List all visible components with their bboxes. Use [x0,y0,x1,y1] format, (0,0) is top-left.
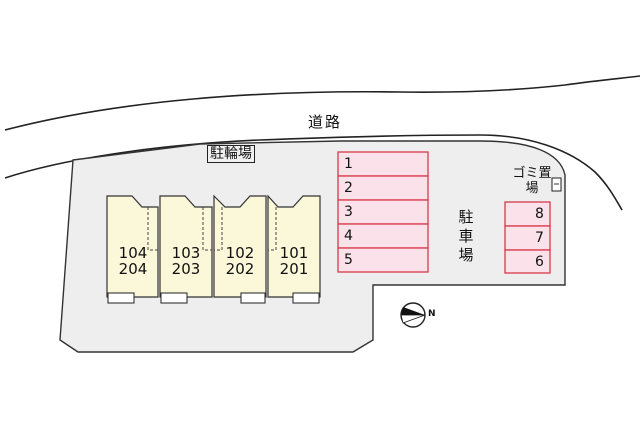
garbage-bin-icon [551,177,562,192]
unit-ground-number: 104 [118,244,148,262]
unit-upper-number: 201 [279,260,309,278]
unit-upper-number: 204 [118,260,148,278]
parking-space-number: 5 [344,252,353,268]
unit-ground-number: 101 [279,244,309,262]
parking-spaces-right [504,201,551,274]
unit-ground-number: 102 [225,244,255,262]
parking-space-number: 4 [344,228,353,244]
building-unit-103 [159,195,213,298]
parking-space-number: 6 [535,254,544,270]
building-unit-104 [106,195,159,298]
road-edge-upper [4,75,640,131]
unit-upper-number: 202 [225,260,255,278]
unit-ground-number: 103 [171,244,201,262]
parking-space-number: 2 [344,180,353,196]
unit-label: 104 204 [107,245,159,277]
unit-label: 102 202 [214,245,266,277]
parking-space-number: 8 [535,206,544,222]
unit-upper-number: 203 [171,260,201,278]
road-edge-lower [4,134,623,211]
garbage-area-label: ゴミ置場 [512,166,552,196]
parking-space-number: 3 [344,204,353,220]
bicycle-parking-label: 駐輪場 [207,145,255,163]
building-unit-102 [213,194,267,298]
balconies [107,292,320,304]
parking-spaces-left [337,151,429,273]
road-label: 道路 [308,113,343,131]
north-label: N [428,309,436,319]
parking-space-number: 7 [535,230,544,246]
parking-space-number: 1 [344,156,353,172]
unit-label: 103 203 [160,245,212,277]
building-dashed-lines [147,207,277,251]
parking-lot-label: 駐車場 [458,208,474,264]
building-unit-101 [267,194,321,298]
north-arrow-icon [400,302,426,328]
unit-label: 101 201 [268,245,320,277]
